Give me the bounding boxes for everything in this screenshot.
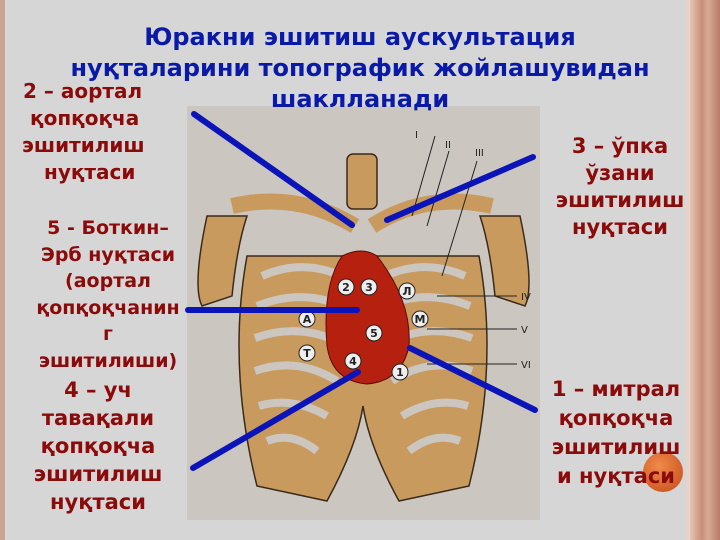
label-line: (аортал: [65, 270, 151, 292]
rib-label-3: III: [475, 148, 484, 159]
letter-A: А: [303, 313, 312, 326]
label-line: эшитилиши): [38, 349, 178, 372]
rib-label-2: II: [445, 140, 451, 151]
label-line: қопқоқча: [30, 106, 140, 130]
label-aortic-point: 2 – аортал қопқоқча эшитилиш нуқтаси: [8, 78, 188, 186]
label-line: қопқоқча: [558, 406, 674, 430]
label-line: эшитилиш: [551, 435, 681, 459]
rib-label-1: I: [415, 130, 418, 141]
letter-L: Л: [402, 285, 411, 298]
label-line: и нуқтаси: [557, 464, 675, 488]
label-line: Эрб нуқтаси: [40, 243, 176, 266]
slide-border-left: [0, 0, 5, 540]
slide-border-right-inner: [686, 0, 690, 540]
point-4: 4: [349, 355, 357, 368]
point-5: 5: [370, 327, 378, 340]
title-line-3: шаклланади: [270, 85, 450, 113]
label-line: 5 - Боткин–: [47, 217, 169, 239]
label-line: нуқтаси: [50, 490, 146, 514]
label-line: ўзани: [585, 161, 655, 185]
slide-title: Юракни эшитиш аускультация нуқталарини т…: [20, 22, 700, 115]
point-3: 3: [365, 281, 373, 294]
slide-border-right: [690, 0, 720, 540]
label-line: 1 – митрал: [551, 377, 681, 401]
label-line: қопқоқча: [40, 434, 156, 458]
label-pulmonary-point: 3 – ўпка ўзани эшитилиш нуқтаси: [540, 133, 700, 241]
rib-label-4: IV: [521, 292, 531, 303]
label-mitral-point: 1 – митрал қопқоқча эшитилиш и нуқтаси: [536, 375, 696, 491]
point-1: 1: [396, 366, 404, 379]
label-line: нуқтаси: [572, 215, 668, 239]
rib-label-6: VI: [521, 360, 531, 371]
label-line: қопқоқчанин: [36, 296, 180, 319]
arrow-tricuspid: [190, 369, 361, 471]
letter-M: М: [415, 313, 426, 326]
point-2: 2: [342, 281, 350, 294]
title-line-1: Юракни эшитиш аускультация: [144, 23, 576, 51]
decorative-orb: [643, 452, 683, 492]
arrow-pulmonary: [384, 154, 536, 223]
title-line-2: нуқталарини топографик жойлашувидан: [70, 54, 650, 82]
label-line: эшитилиш: [22, 133, 145, 157]
label-line: 2 – аортал: [23, 79, 143, 103]
arrow-mitral: [407, 345, 538, 413]
label-tricuspid-point: 4 – уч тавақали қопқоқча эшитилиш нуқтас…: [8, 376, 188, 516]
arrow-aortic: [191, 111, 355, 228]
label-line: 3 – ўпка: [571, 134, 669, 158]
label-line: эшитилиш: [555, 188, 685, 212]
label-botkin-point: 5 - Боткин– Эрб нуқтаси (аортал қопқоқча…: [18, 215, 198, 374]
label-line: 4 – уч: [64, 378, 132, 402]
rib-label-5: V: [521, 325, 528, 336]
label-line: эшитилиш: [33, 462, 163, 486]
label-line: нуқтаси: [44, 160, 136, 184]
label-line: г: [103, 323, 113, 345]
letter-T: Т: [303, 347, 311, 360]
label-line: тавақали: [41, 406, 155, 430]
